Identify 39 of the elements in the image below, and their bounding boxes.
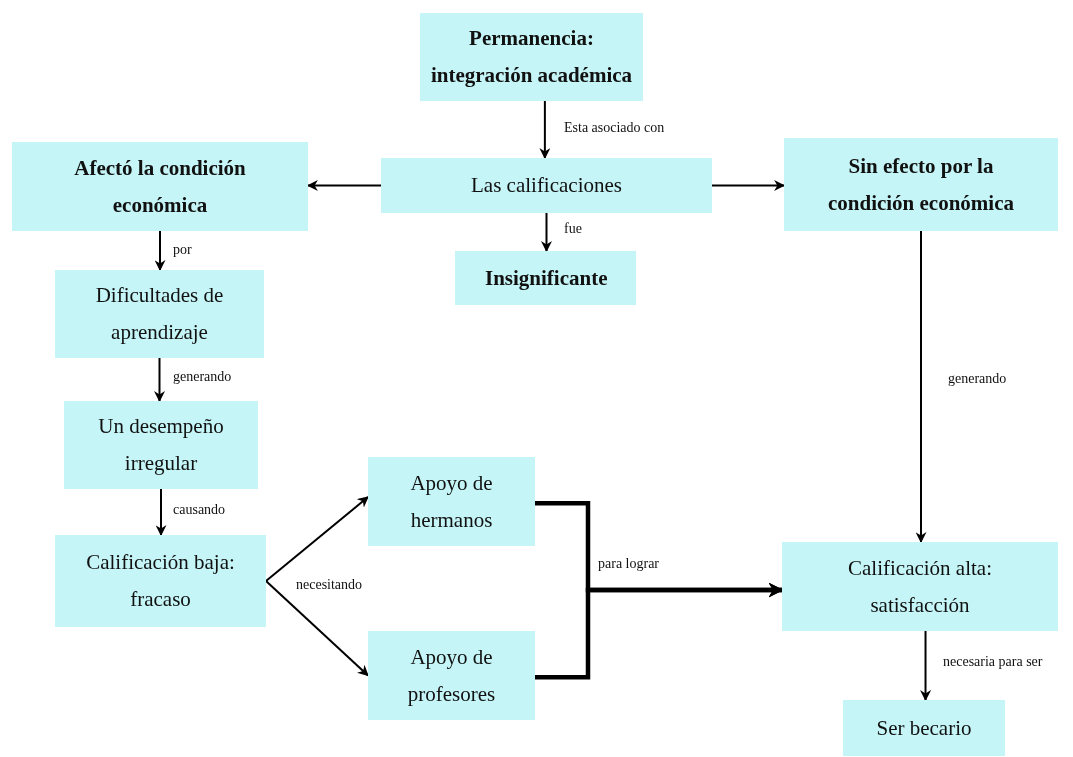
concept-box <box>368 631 535 720</box>
concept-text: Ser becario <box>876 714 972 742</box>
concept-box <box>381 158 712 213</box>
concept-box <box>368 457 535 546</box>
arrow <box>154 230 166 272</box>
concept-text: Permanencia: integración académica <box>429 25 634 89</box>
arrow <box>915 230 927 544</box>
concept-box <box>782 542 1058 631</box>
concept-box <box>420 13 643 101</box>
arrow <box>541 212 552 253</box>
concept-text: Insignificante <box>485 264 606 292</box>
concept-text: Apoyo de hermanos <box>409 469 494 534</box>
concept-box <box>64 401 258 489</box>
arrow <box>539 100 551 160</box>
edge-label: para lograr <box>596 556 662 572</box>
concept-text: Sin efecto por la condición económica <box>826 152 1016 217</box>
concept-box <box>55 270 264 358</box>
concept-text: Dificultades de aprendizaje <box>94 282 225 346</box>
arrow <box>711 180 786 191</box>
concept-text: Las calificaciones <box>471 172 622 200</box>
edge-label: generando <box>171 369 234 385</box>
edge-label: necesaria para ser <box>941 654 1045 670</box>
arrow <box>920 630 931 702</box>
concept-box <box>55 535 266 627</box>
concept-box <box>455 251 636 305</box>
concept-text: Un desempeño irregular <box>97 413 225 477</box>
arrow <box>265 496 369 582</box>
concept-box <box>843 700 1005 756</box>
arrow <box>155 488 167 537</box>
arrow <box>265 580 369 677</box>
concept-text: Apoyo de profesores <box>406 643 497 708</box>
concept-text: Afectó la condición económica <box>73 154 247 219</box>
concept-text: Calificación alta: satisfacción <box>847 554 993 619</box>
edge-label: generando <box>946 371 1009 387</box>
concept-text: Calificación baja: fracaso <box>85 549 236 613</box>
arrow <box>154 357 165 403</box>
arrow <box>535 582 784 680</box>
concept-box <box>12 142 308 231</box>
concept-box <box>784 138 1058 231</box>
